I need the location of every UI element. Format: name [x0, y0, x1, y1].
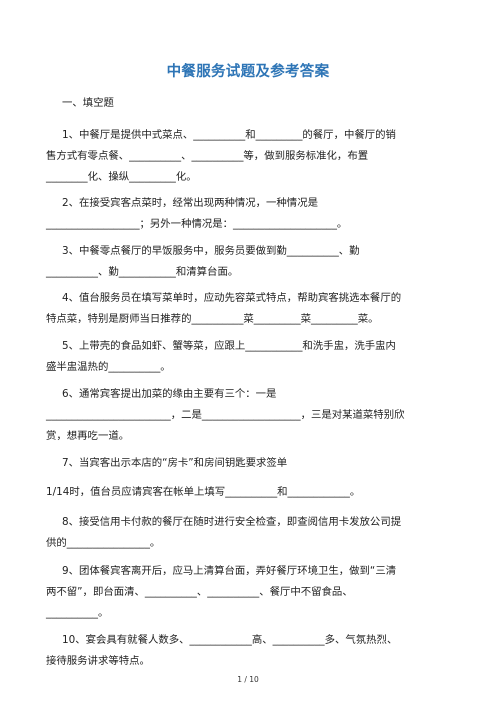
- section-heading: 一、填空题: [62, 97, 114, 109]
- page-number: 1 / 10: [237, 675, 259, 684]
- question-line: __________、勤___________和清算台面。: [46, 266, 239, 278]
- question-line: 6、通常宾客提出加菜的缘由主要有三个：一是: [62, 388, 277, 400]
- question-line: 供的________________。: [46, 537, 161, 549]
- question-line: 售方式有零点餐、__________、__________等，做到服务标准化，布…: [46, 150, 369, 162]
- question-line: 9、团体餐宾客离开后，应马上清算台面，弄好餐厅环境卫生，做到“三清: [62, 565, 397, 577]
- question-line: ________化、操纵_________化。: [46, 171, 197, 183]
- question-line: 7、当宾客出示本店的“房卡”和房间钥匙要求签单: [62, 457, 288, 469]
- question-line: 1、中餐厅是提供中式菜点、__________和_________的餐厅，中餐厅…: [62, 129, 396, 141]
- question-line: 接待服务讲求等特点。: [46, 655, 150, 667]
- document-title: 中餐服务试题及参考答案: [166, 64, 330, 80]
- question-line: 特点菜，特别是厨师当日推荐的__________菜_________菜_____…: [46, 313, 379, 325]
- question-line: 赏，想再吃一道。: [46, 430, 130, 442]
- question-line: 盛半盅温热的__________。: [46, 361, 171, 373]
- question-line: __________。: [46, 607, 109, 619]
- question-line: __________________；另外一种情况是：_____________…: [46, 218, 348, 230]
- question-line: 2、在接受宾客点菜时，经常出现两种情况，一种情况是: [62, 197, 318, 209]
- question-line: ________________________，二是_____________…: [46, 409, 405, 421]
- question-line: 5、上带壳的食品如虾、蟹等菜，应跟上___________和洗手盅，洗手盅内: [62, 340, 396, 352]
- question-line: 8、接受信用卡付款的餐厅在随时进行安全检查，即查阅信用卡发放公司提: [62, 516, 402, 528]
- question-line: 1/14时，值台员应请宾客在帐单上填写__________和__________…: [46, 486, 361, 498]
- question-line: 10、宴会具有就餐人数多、____________高、__________多、气…: [62, 634, 398, 646]
- question-line: 3、中餐零点餐厅的早饭服务中，服务员要做到勤__________、勤: [62, 245, 360, 257]
- question-line: 4、值台服务员在填写菜单时，应动先容菜式特点，帮助宾客挑选本餐厅的: [62, 292, 402, 304]
- question-line: 两不留”，即台面清、__________、__________、餐厅中不留食品、: [46, 586, 353, 598]
